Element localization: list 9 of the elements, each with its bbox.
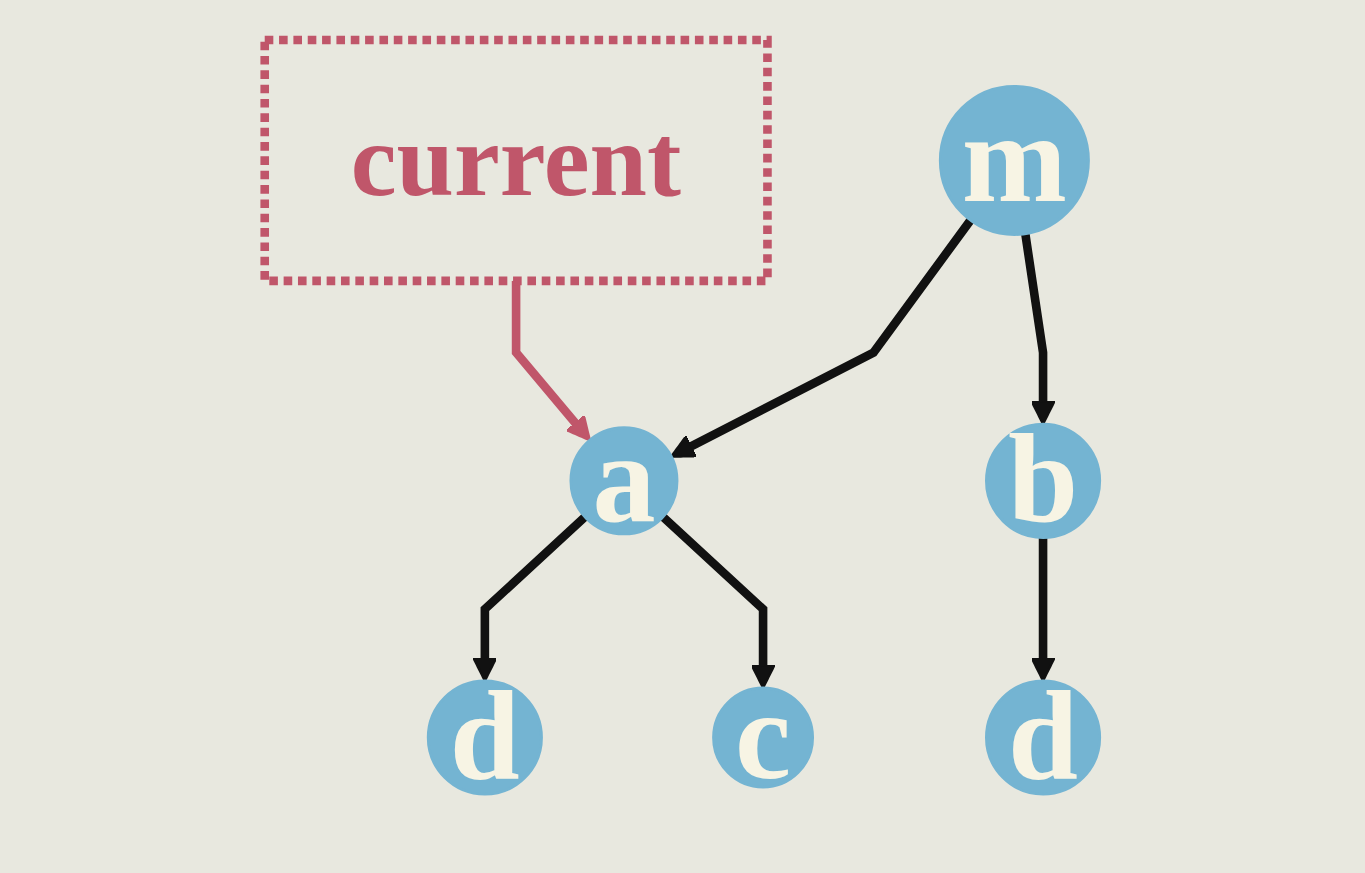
node-box: current (260, 36, 773, 286)
node-circle: a (569, 426, 679, 536)
node-circle: m (939, 85, 1091, 237)
node-circle: d (427, 679, 544, 796)
node-circle: d (985, 679, 1102, 796)
node-circle: c (712, 687, 815, 789)
arrow (1021, 233, 1056, 426)
arrow (670, 218, 975, 459)
node-circle: b (985, 423, 1102, 540)
